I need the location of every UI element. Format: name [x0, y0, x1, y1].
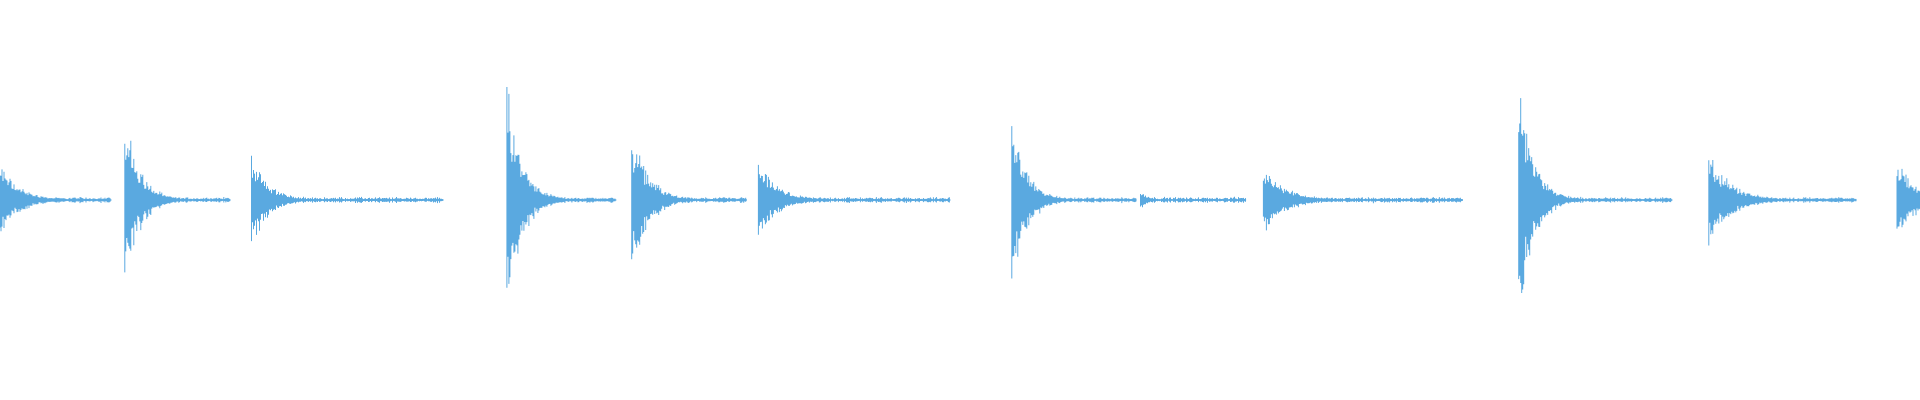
- transient-waveform: [124, 140, 231, 273]
- transient-hit: [1708, 160, 1857, 246]
- transient-hit: [757, 164, 951, 235]
- transient-waveform: [1896, 168, 1920, 229]
- transient-hit: [506, 87, 617, 288]
- transient-hit: [0, 169, 112, 232]
- transient-waveform: [1708, 160, 1857, 246]
- transient-hit: [1140, 194, 1247, 208]
- transient-hit: [1262, 174, 1463, 231]
- transient-hit: [251, 155, 444, 242]
- transient-waveform: [1262, 174, 1463, 231]
- transient-hit: [631, 150, 747, 260]
- transient-hit: [1011, 126, 1137, 279]
- transient-hit: [1518, 98, 1673, 293]
- transient-waveform: [1011, 126, 1137, 279]
- transient-hit: [1896, 168, 1920, 229]
- transient-waveform: [1518, 98, 1673, 293]
- transient-waveform: [251, 155, 443, 242]
- transient-waveform: [506, 87, 616, 288]
- transient-hit: [124, 140, 231, 273]
- waveform-layer: [0, 87, 1920, 293]
- transient-waveform: [631, 150, 747, 260]
